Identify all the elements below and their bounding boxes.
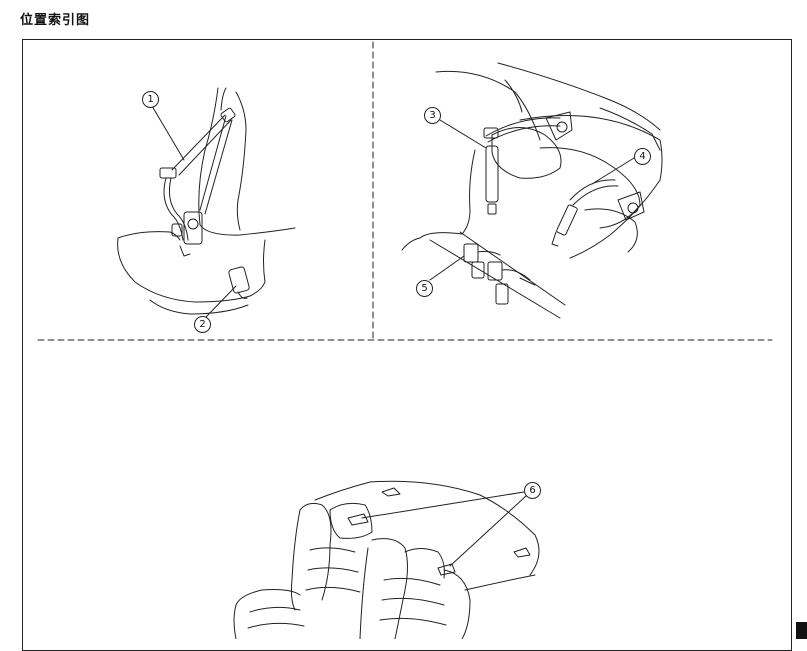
callout-4: 4 (634, 148, 651, 165)
page-title: 位置索引图 (20, 13, 91, 28)
front-seatbelt-drawing (117, 87, 296, 319)
leader-2 (204, 285, 237, 319)
rear-seatbelt-drawing (401, 62, 663, 319)
callout-5: 5 (416, 280, 433, 297)
leader-4 (591, 157, 635, 185)
leader-5 (429, 255, 465, 281)
callout-1: 1 (142, 91, 159, 108)
callout-6: 6 (524, 482, 541, 499)
leader-6a (361, 491, 525, 519)
page-edge-tab (796, 622, 807, 639)
leader-3 (439, 119, 487, 149)
leader-6b (449, 495, 527, 567)
rear-seat-tether-drawing (233, 480, 540, 639)
callout-3: 3 (424, 107, 441, 124)
callout-2: 2 (194, 316, 211, 333)
leader-1 (151, 105, 185, 161)
